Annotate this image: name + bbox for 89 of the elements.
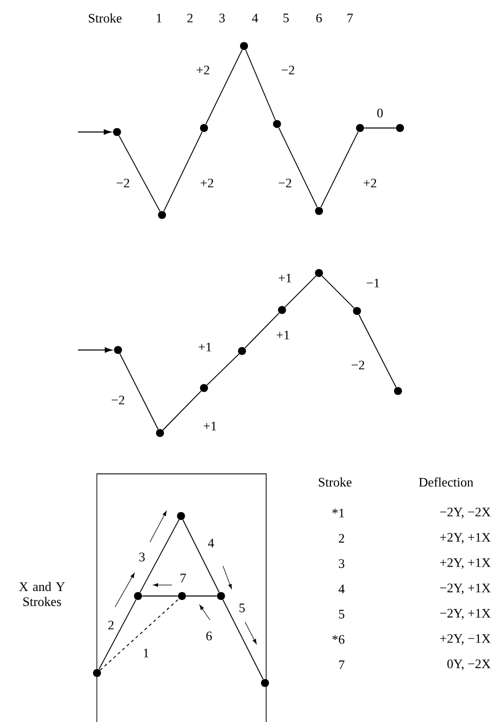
line-segment <box>284 276 316 308</box>
dot <box>238 347 246 355</box>
dot <box>113 128 121 136</box>
dot <box>156 429 164 437</box>
table-cell: *6 <box>332 635 344 644</box>
dot <box>158 211 166 219</box>
line-segment <box>278 127 318 208</box>
stroke-number: 2 <box>187 14 193 22</box>
dot <box>353 307 361 315</box>
dot <box>134 592 142 600</box>
dot <box>178 592 186 600</box>
table-cell: 5 <box>339 610 344 619</box>
table-cell: −2Y, +1X <box>440 584 491 594</box>
line-segment <box>222 599 264 680</box>
arrow <box>78 347 112 353</box>
table-cell: +2Y, −1X <box>440 634 491 645</box>
dot <box>240 42 248 50</box>
table-cell: +2Y, +1X <box>440 533 491 544</box>
edge-label: +1 <box>277 272 293 284</box>
stroke-number: 7 <box>180 574 186 582</box>
line-segment <box>119 353 159 430</box>
edge-label: −2 <box>350 360 366 370</box>
stroke-number: 1 <box>156 14 162 22</box>
dot <box>273 120 281 128</box>
stroke-number: 5 <box>240 604 245 612</box>
line-segment <box>98 599 136 670</box>
dot <box>315 269 323 277</box>
edge-label: +2 <box>199 178 215 188</box>
stroke-number: 6 <box>316 14 322 22</box>
line-segment <box>140 519 180 593</box>
table-cell: 3 <box>338 559 344 568</box>
table-cell: *1 <box>332 508 344 518</box>
line-segment <box>320 131 359 208</box>
line-segment <box>244 312 280 348</box>
line-segment <box>322 276 354 308</box>
edge-label: +1 <box>275 330 291 340</box>
stroke-number: 3 <box>219 14 225 22</box>
stroke-number: 1 <box>144 648 148 658</box>
edge-label: 0 <box>376 108 384 118</box>
column-heading: Deflection <box>418 477 474 487</box>
arrow <box>78 129 112 135</box>
line-segment <box>205 49 243 125</box>
dot <box>394 387 402 395</box>
edge-label: +1 <box>197 342 213 352</box>
table-cell: 4 <box>338 584 345 594</box>
edge-label: +1 <box>202 420 218 432</box>
stroke-number: 2 <box>108 620 114 630</box>
edge-label: −1 <box>365 278 381 288</box>
edge-label: −2 <box>280 64 296 76</box>
line-segment <box>245 49 276 121</box>
line-segment <box>358 314 397 388</box>
dot <box>396 124 404 132</box>
table-cell: 0Y, −2X <box>447 659 491 670</box>
line-segment <box>163 131 203 212</box>
dot <box>356 124 364 132</box>
table-cell: 2 <box>338 534 344 543</box>
line-segment <box>100 598 180 671</box>
dot <box>177 512 185 520</box>
column-heading: Stroke <box>88 13 122 23</box>
table-cell: +2Y, +1X <box>440 558 491 569</box>
dot <box>315 207 323 215</box>
dot <box>261 679 269 687</box>
line-segment <box>182 519 220 593</box>
stroke-number: 6 <box>206 632 212 640</box>
side-label: X and Y Strokes <box>19 582 65 606</box>
frame <box>96 473 267 722</box>
edge-label: −2 <box>115 178 131 188</box>
table-cell: −2Y, +1X <box>440 608 491 620</box>
table-cell: −2Y, −2X <box>440 508 491 518</box>
stroke-number: 3 <box>139 552 145 562</box>
line-segment <box>162 390 202 430</box>
edge-label: −2 <box>110 394 126 406</box>
stroke-number: 7 <box>348 14 353 22</box>
dot <box>200 384 208 392</box>
line-segment <box>118 135 160 212</box>
table-cell: 7 <box>339 660 344 670</box>
stroke-number: 4 <box>252 14 258 22</box>
edge-label: −2 <box>277 178 293 188</box>
column-heading: Stroke <box>318 477 352 487</box>
line-segment <box>206 353 240 386</box>
edge-label: +2 <box>195 64 211 76</box>
dot <box>278 306 286 314</box>
stroke-number: 5 <box>284 14 289 22</box>
stroke-number: 4 <box>208 538 214 548</box>
dot <box>114 346 122 354</box>
dot <box>217 592 225 600</box>
edge-label: +2 <box>362 178 378 188</box>
dot <box>93 669 101 677</box>
dot <box>200 124 208 132</box>
